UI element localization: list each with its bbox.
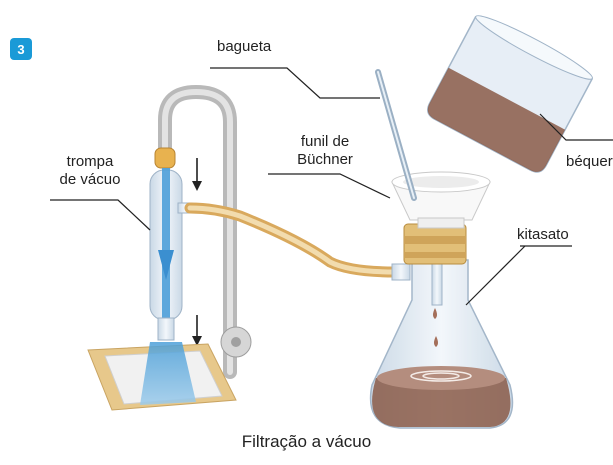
figure-caption: Filtração a vácuo <box>0 432 613 452</box>
label-bequer: béquer <box>566 153 613 171</box>
beaker <box>424 9 596 175</box>
label-funil-line2: Büchner <box>290 151 360 169</box>
label-funil-buchner: funil de Büchner <box>290 133 360 169</box>
vacuum-aspirator <box>150 92 251 372</box>
flow-arrow-icon <box>192 158 202 191</box>
label-trompa-vacuo: trompa de vácuo <box>50 153 130 189</box>
label-kitasato: kitasato <box>517 226 569 244</box>
rubber-stopper <box>404 224 466 264</box>
flow-arrow-icon <box>192 315 202 346</box>
label-funil-line1: funil de <box>290 133 360 151</box>
figure-number-badge: 3 <box>10 38 32 60</box>
sink-tray <box>88 342 236 410</box>
label-bagueta: bagueta <box>217 38 271 56</box>
label-trompa-line2: de vácuo <box>50 171 130 189</box>
label-trompa-line1: trompa <box>50 153 130 171</box>
